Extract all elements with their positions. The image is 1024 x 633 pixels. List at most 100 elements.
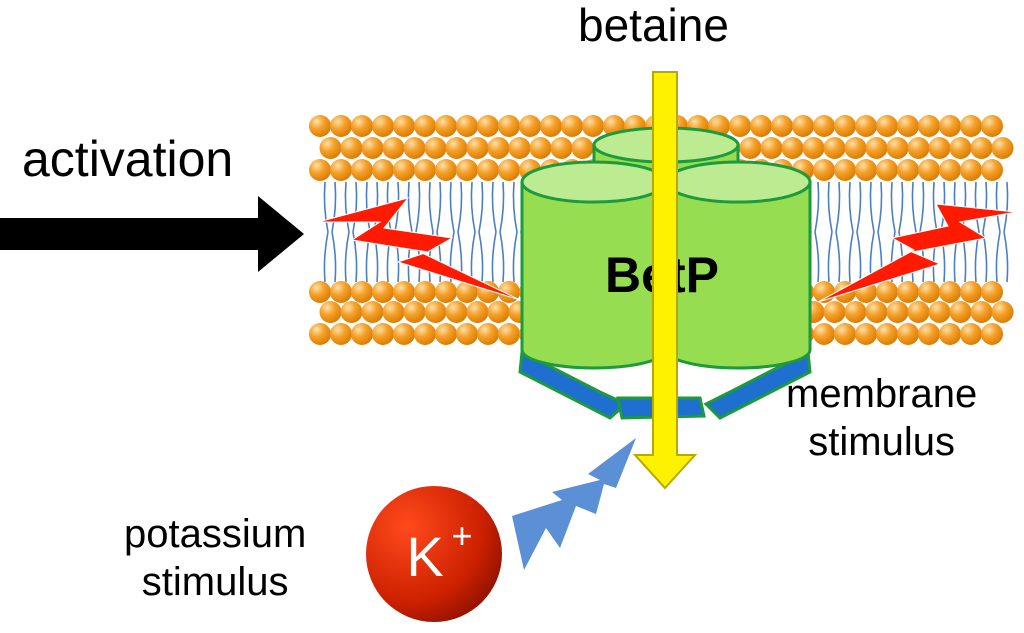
lipid-head [403,137,426,159]
lipid-head [372,281,394,303]
potassium-stimulus-line1: potassium [124,512,307,556]
lipid-head [960,159,982,181]
lipid-head [393,323,415,345]
lipid-head [330,159,352,181]
lipid-head [960,115,982,137]
lipid-tail [470,181,484,233]
betp-subunit-left [520,160,668,370]
lipid-head [949,301,972,323]
lipid-head [456,159,478,181]
lipid-tail [449,181,463,233]
lipid-head [981,115,1003,137]
lipid-tail [848,231,862,283]
lipid-head [414,115,436,137]
lipid-head [876,115,898,137]
lipid-head [907,137,930,159]
lipid-head [456,115,478,137]
potassium-stimulus-label: potassium stimulus [124,510,306,606]
lipid-tail [890,181,904,233]
lipid-head [361,137,384,159]
lipid-head [372,159,394,181]
lipid-head [981,281,1003,303]
lipid-head [414,281,436,303]
lipid-head [855,323,877,345]
lipid-head [781,137,804,159]
lipid-head [865,301,888,323]
lipid-head [414,323,436,345]
lipid-head [393,115,415,137]
ion-symbol: K [406,525,443,588]
betaine-arrow-icon [632,71,698,490]
lipid-head [403,301,426,323]
lipid-head [330,281,352,303]
lipid-head [918,281,940,303]
regulatory-domain-left [518,349,629,420]
lipid-head [330,115,352,137]
ion-charge: + [451,515,472,556]
lipid-head [382,137,405,159]
lipid-head [897,323,919,345]
lipid-tail [344,181,358,233]
lipid-head [897,281,919,303]
lipid-head [928,301,951,323]
lipid-head [823,137,846,159]
lipid-head [393,281,415,303]
lipid-head [508,137,531,159]
lipid-tail [995,181,1009,233]
lipid-head [351,159,373,181]
lipid-head [498,159,520,181]
lipid-head [939,323,961,345]
lipid-head [844,137,867,159]
lipid-head [319,301,342,323]
lipid-head [529,137,552,159]
lipid-head [382,301,405,323]
lipid-head [540,115,562,137]
lipid-head [477,159,499,181]
lipid-head [487,301,510,323]
lipid-head [907,301,930,323]
lipid-head [498,115,520,137]
lipid-tail [428,181,442,233]
lipid-head [351,281,373,303]
lipid-head [445,137,468,159]
lipid-head [739,137,762,159]
lipid-head [309,281,331,303]
lipid-head [886,137,909,159]
lipid-head [928,137,951,159]
lipid-head [435,323,457,345]
betp-subunit-right [664,160,812,370]
lipid-head [876,323,898,345]
lipid-head [970,301,993,323]
lipid-head [834,115,856,137]
lipid-head [970,137,993,159]
lipid-head [855,159,877,181]
lipid-head [939,281,961,303]
lipid-head [487,137,510,159]
lipid-head [939,115,961,137]
lipid-head [813,159,835,181]
lipid-tail [995,231,1009,283]
lipid-tail [407,181,421,233]
lipid-head [424,137,447,159]
lipid-tail [344,231,358,283]
lipid-head [477,323,499,345]
lipid-head [351,323,373,345]
lipid-head [865,137,888,159]
lipid-head [886,301,909,323]
lipid-head [771,115,793,137]
lipid-head [834,323,856,345]
lipid-head [760,137,783,159]
lightning-right-icon [817,203,1017,303]
lipid-head [582,115,604,137]
regulatory-domain-right [703,349,812,420]
lipid-head [309,115,331,137]
lipid-head [844,301,867,323]
lipid-head [372,323,394,345]
lipid-head [456,281,478,303]
lipid-head [939,159,961,181]
activation-label: activation [22,131,234,187]
lipid-tail [491,231,505,283]
lipid-head [550,137,573,159]
lipid-head [561,115,583,137]
